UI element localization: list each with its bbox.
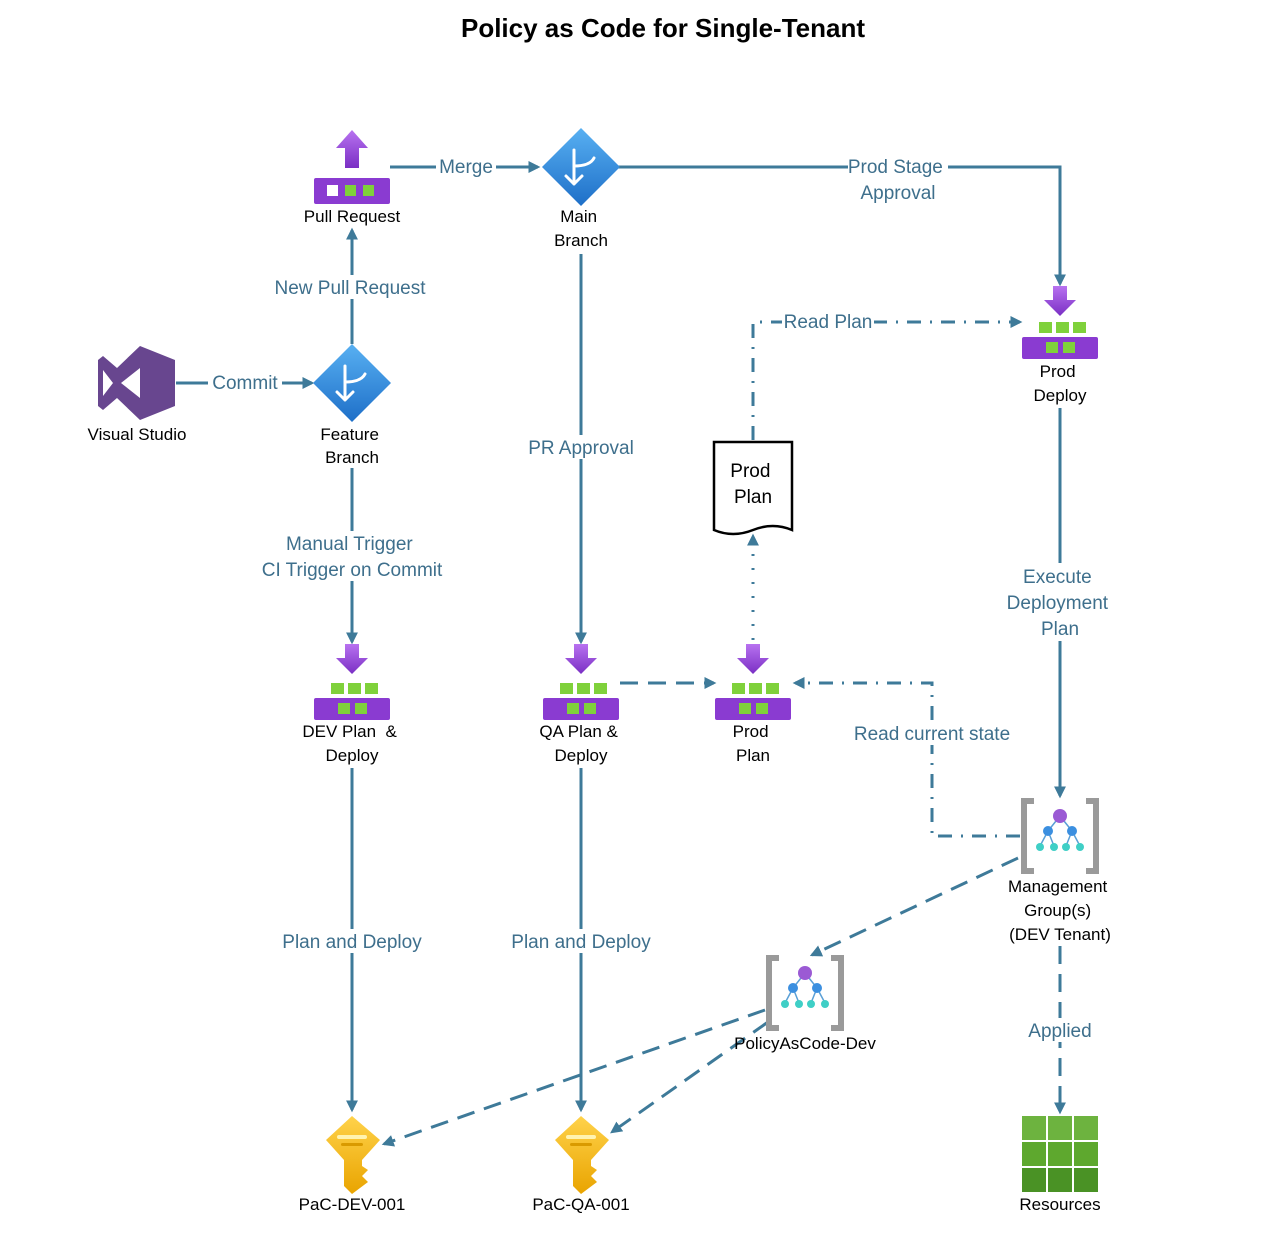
main-branch-label: Main Branch bbox=[554, 207, 608, 250]
feature-branch-label: Feature Branch bbox=[320, 425, 383, 467]
prod-deploy-line-1: Prod bbox=[1040, 362, 1076, 381]
document-icon bbox=[712, 440, 794, 536]
prod-stage-approval-label: Prod Stage Approval bbox=[848, 157, 948, 204]
node-pac-qa-001[interactable]: PaC-QA-001 bbox=[532, 1116, 630, 1214]
read-current-state-label: Read current state bbox=[854, 724, 1010, 745]
dev-plan-deploy-label: DEV Plan & Deploy bbox=[302, 722, 401, 765]
edge-policy-dev-to-pac-dev bbox=[381, 1008, 766, 1147]
pac-dev-001-label: PaC-DEV-001 bbox=[299, 1195, 406, 1214]
policy-as-code-dev-label: PolicyAsCode-Dev bbox=[734, 1034, 876, 1053]
node-dev-plan-deploy[interactable]: DEV Plan & Deploy bbox=[302, 644, 401, 765]
node-resources[interactable]: Resources bbox=[1019, 1116, 1101, 1214]
node-prod-deploy[interactable]: Prod Deploy bbox=[1022, 286, 1098, 405]
management-group-icon bbox=[1021, 798, 1099, 874]
prod-plan-line-2: Plan bbox=[736, 746, 770, 765]
node-prod-plan[interactable]: Prod Plan bbox=[715, 644, 791, 765]
pull-request-icon bbox=[314, 130, 390, 204]
feature-branch-line-1: Feature bbox=[320, 425, 379, 444]
plan-and-deploy-qa-label: Plan and Deploy bbox=[511, 932, 651, 953]
qa-plan-line-2: Deploy bbox=[555, 746, 608, 765]
key-icon bbox=[326, 1116, 380, 1194]
git-branch-icon bbox=[542, 128, 620, 206]
node-feature-branch[interactable]: Feature Branch bbox=[313, 344, 391, 467]
node-pull-request[interactable]: Pull Request bbox=[304, 130, 401, 226]
diagram-title: Policy as Code for Single-Tenant bbox=[461, 13, 865, 43]
ci-trigger-text: CI Trigger on Commit bbox=[262, 560, 443, 581]
applied-label: Applied bbox=[1028, 1021, 1091, 1042]
edge-read-current-state bbox=[792, 677, 1020, 838]
prod-stage-approval-line-2: Approval bbox=[861, 183, 936, 204]
node-pac-dev-001[interactable]: PaC-DEV-001 bbox=[299, 1116, 406, 1214]
edge-policy-dev-to-pac-qa bbox=[610, 1020, 769, 1134]
edge-mg-to-policy-dev bbox=[809, 856, 1019, 957]
node-policy-as-code-dev[interactable]: PolicyAsCode-Dev bbox=[734, 955, 876, 1053]
read-plan-label: Read Plan bbox=[784, 312, 873, 333]
new-pull-request-label: New Pull Request bbox=[274, 278, 426, 299]
node-qa-plan-deploy[interactable]: QA Plan & Deploy bbox=[539, 644, 622, 765]
mg-line-3: (DEV Tenant) bbox=[1009, 925, 1111, 944]
plan-and-deploy-dev-label: Plan and Deploy bbox=[282, 932, 422, 953]
prod-plan-doc-line-2: Plan bbox=[734, 487, 772, 508]
edge-read-plan bbox=[751, 316, 1023, 440]
prod-plan-doc-line-1: Prod bbox=[730, 461, 770, 482]
node-visual-studio[interactable]: Visual Studio bbox=[88, 346, 187, 444]
dev-plan-line-2: Deploy bbox=[326, 746, 379, 765]
management-groups-label: Management Group(s) (DEV Tenant) bbox=[1008, 877, 1112, 944]
execute-line-2: Deployment bbox=[1007, 593, 1109, 614]
prod-deploy-line-2: Deploy bbox=[1034, 386, 1087, 405]
mg-line-1: Management bbox=[1008, 877, 1108, 896]
prod-plan-label: Prod Plan bbox=[733, 722, 774, 765]
pipeline-icon bbox=[314, 644, 390, 720]
pull-request-label: Pull Request bbox=[304, 207, 401, 226]
prod-stage-approval-line-1: Prod Stage bbox=[848, 157, 943, 178]
edge-labels: Merge Prod Stage Approval New Pull Reque… bbox=[208, 154, 1120, 1042]
prod-deploy-label: Prod Deploy bbox=[1034, 362, 1087, 405]
feature-branch-line-2: Branch bbox=[325, 448, 379, 467]
node-main-branch[interactable]: Main Branch bbox=[542, 128, 620, 250]
mg-line-2: Group(s) bbox=[1024, 901, 1091, 920]
manual-trigger-text: Manual Trigger bbox=[286, 534, 413, 555]
pr-approval-label: PR Approval bbox=[528, 438, 634, 459]
edge-prod-stage-approval bbox=[618, 165, 1066, 287]
visual-studio-label: Visual Studio bbox=[88, 425, 187, 444]
management-group-icon bbox=[766, 955, 844, 1031]
connectors bbox=[176, 161, 1066, 1147]
main-branch-line-2: Branch bbox=[554, 231, 608, 250]
visual-studio-icon bbox=[98, 346, 175, 420]
resources-label: Resources bbox=[1019, 1195, 1100, 1214]
merge-label: Merge bbox=[439, 157, 493, 178]
pipeline-icon bbox=[715, 644, 791, 720]
execute-deployment-plan-label: Execute Deployment Plan bbox=[1007, 567, 1114, 640]
execute-line-3: Plan bbox=[1041, 619, 1079, 640]
qa-plan-line-1: QA Plan & bbox=[539, 722, 618, 741]
prod-plan-document-label: Prod Plan bbox=[730, 461, 775, 508]
git-branch-icon bbox=[313, 344, 391, 422]
triggers-label: Manual Trigger CI Trigger on Commit bbox=[262, 534, 443, 581]
prod-plan-line-1: Prod bbox=[733, 722, 769, 741]
commit-label: Commit bbox=[212, 373, 278, 394]
qa-plan-deploy-label: QA Plan & Deploy bbox=[539, 722, 622, 765]
execute-line-1: Execute bbox=[1023, 567, 1092, 588]
node-prod-plan-document[interactable]: Prod Plan bbox=[712, 440, 794, 536]
pipeline-icon bbox=[543, 644, 619, 720]
main-branch-line-1: Main bbox=[560, 207, 597, 226]
key-icon bbox=[555, 1116, 609, 1194]
dev-plan-line-1: DEV Plan & bbox=[302, 722, 397, 741]
pac-qa-001-label: PaC-QA-001 bbox=[532, 1195, 629, 1214]
resources-grid-icon bbox=[1022, 1116, 1098, 1192]
pipeline-icon bbox=[1022, 286, 1098, 359]
node-management-groups[interactable]: Management Group(s) (DEV Tenant) bbox=[1008, 798, 1112, 944]
